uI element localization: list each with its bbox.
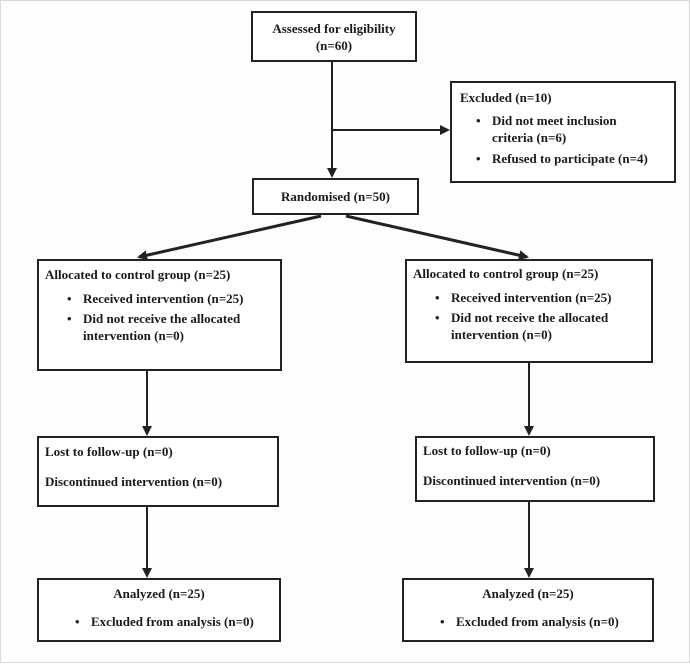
left-followup-lost: Lost to follow-up (n=0) bbox=[45, 444, 173, 459]
left-allocation-item: Did not receive the allocated interventi… bbox=[61, 310, 279, 344]
randomised-box: Randomised (n=50) bbox=[252, 178, 419, 215]
right-followup-lost: Lost to follow-up (n=0) bbox=[423, 443, 551, 458]
right-analysis-item: Excluded from analysis (n=0) bbox=[434, 613, 646, 630]
left-analysis-list: Excluded from analysis (n=0) bbox=[45, 613, 273, 630]
excluded-list: Did not meet inclusion criteria (n=6) Re… bbox=[460, 112, 666, 167]
left-analysis-box: Analyzed (n=25) Excluded from analysis (… bbox=[37, 578, 281, 642]
left-followup-box: Lost to follow-up (n=0) Discontinued int… bbox=[37, 436, 279, 507]
left-followup-discontinued: Discontinued intervention (n=0) bbox=[45, 474, 223, 489]
right-analysis-box: Analyzed (n=25) Excluded from analysis (… bbox=[402, 578, 654, 642]
excluded-title: Excluded (n=10) bbox=[460, 90, 552, 105]
right-allocation-item: Received intervention (n=25) bbox=[429, 289, 645, 306]
right-analysis-list: Excluded from analysis (n=0) bbox=[410, 613, 646, 630]
connector-randomised-left bbox=[137, 214, 322, 261]
assessed-title: Assessed for eligibility bbox=[272, 21, 396, 36]
left-allocation-list: Received intervention (n=25) Did not rec… bbox=[45, 290, 274, 344]
right-allocation-item: Did not receive the allocated interventi… bbox=[429, 309, 647, 343]
randomised-title: Randomised (n=50) bbox=[281, 189, 390, 204]
left-allocation-box: Allocated to control group (n=25) Receiv… bbox=[37, 259, 282, 371]
left-analysis-title: Analyzed (n=25) bbox=[113, 586, 205, 601]
left-allocation-item: Received intervention (n=25) bbox=[61, 290, 274, 307]
excluded-box: Excluded (n=10) Did not meet inclusion c… bbox=[450, 81, 676, 183]
right-allocation-title: Allocated to control group (n=25) bbox=[413, 266, 599, 281]
assessed-box: Assessed for eligibility (n=60) bbox=[251, 11, 417, 62]
right-allocation-list: Received intervention (n=25) Did not rec… bbox=[413, 289, 645, 343]
right-analysis-title: Analyzed (n=25) bbox=[482, 586, 574, 601]
excluded-item: Refused to participate (n=4) bbox=[470, 150, 666, 167]
left-allocation-title: Allocated to control group (n=25) bbox=[45, 267, 231, 282]
assessed-count: (n=60) bbox=[315, 38, 353, 53]
left-analysis-item: Excluded from analysis (n=0) bbox=[69, 613, 273, 630]
right-followup-discontinued: Discontinued intervention (n=0) bbox=[423, 473, 601, 488]
connector-randomised-right bbox=[345, 214, 529, 261]
right-followup-box: Lost to follow-up (n=0) Discontinued int… bbox=[415, 436, 655, 502]
right-allocation-box: Allocated to control group (n=25) Receiv… bbox=[405, 259, 653, 363]
excluded-item: Did not meet inclusion criteria (n=6) bbox=[470, 112, 642, 146]
